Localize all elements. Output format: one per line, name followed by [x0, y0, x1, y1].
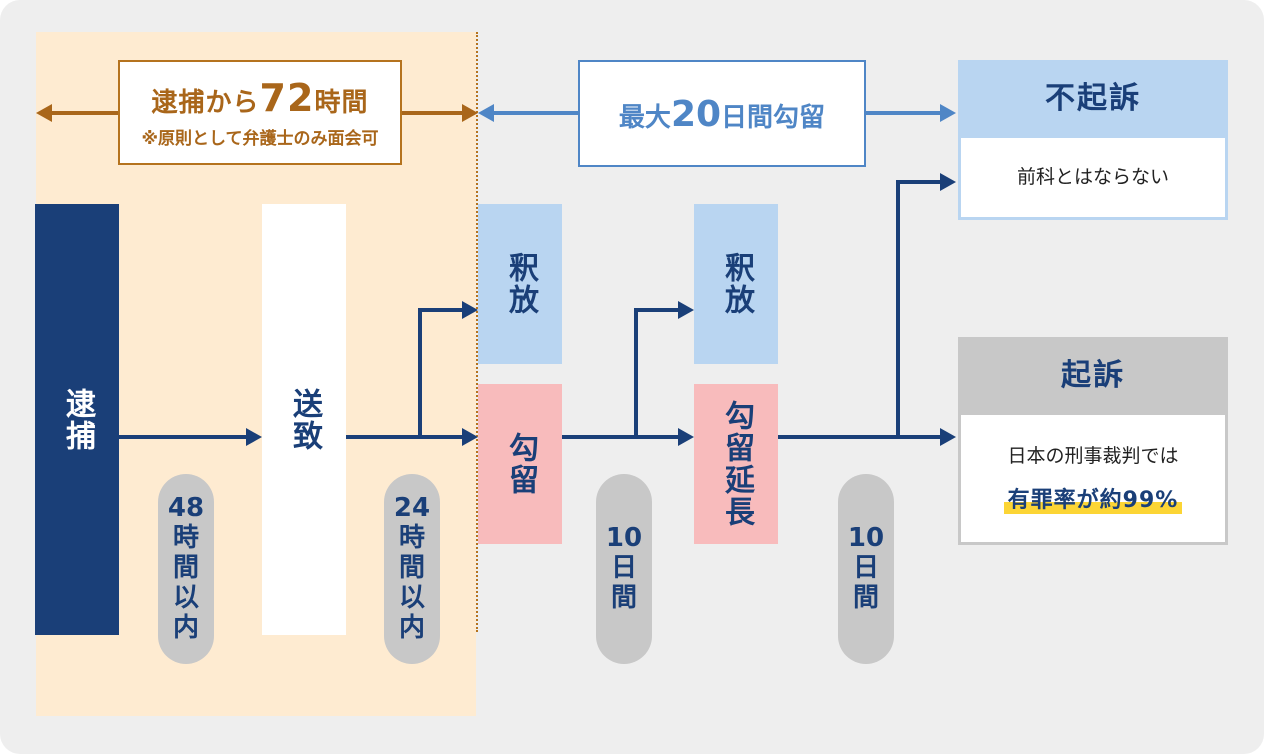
indictment-body: 日本の刑事裁判では 有罪率が約99%	[961, 415, 1225, 542]
detention-box: 勾留	[478, 384, 562, 544]
duration-48h-char-2: 間	[172, 553, 199, 584]
duration-10d-1-char-1: 日	[610, 553, 637, 584]
duration-48h-number: 48	[167, 493, 205, 524]
20-day-prefix: 最大	[618, 103, 671, 133]
duration-10d-2-char-2: 間	[852, 582, 879, 613]
20-day-arrow	[478, 104, 956, 122]
duration-24h-number: 24	[393, 493, 431, 524]
duration-24h-char-3: 以	[398, 582, 425, 613]
lawyer-only-note: ※原則として弁護士のみ面会可	[141, 129, 379, 149]
duration-10d-pill-2: 10 日 間	[838, 474, 894, 664]
duration-48h-pill: 48 時 間 以 内	[158, 474, 214, 664]
duration-24h-pill: 24 時 間 以 内	[384, 474, 440, 664]
20-day-label-box: 最大20日間勾留	[578, 60, 866, 167]
indictment-box: 起訴 日本の刑事裁判では 有罪率が約99%	[958, 337, 1228, 545]
20-day-number: 20	[670, 94, 722, 135]
72-hour-title-prefix: 逮捕から	[151, 88, 260, 118]
no-indictment-box: 不起訴 前科とはならない	[958, 60, 1228, 220]
duration-48h-char-3: 以	[172, 582, 199, 613]
no-indictment-title: 不起訴	[1045, 81, 1141, 116]
duration-10d-pill-1: 10 日 間	[596, 474, 652, 664]
no-indictment-desc: 前科とはならない	[961, 138, 1225, 217]
flow-arrows	[119, 173, 956, 446]
release-box-2: 釈放	[694, 204, 778, 364]
72-hour-title-suffix: 時間	[314, 88, 369, 118]
duration-10d-1-number: 10	[605, 523, 643, 554]
detention-extension-box: 勾留延長	[694, 384, 778, 544]
72-hour-title: 逮捕から72時間	[120, 76, 400, 120]
zone-boundary-line	[476, 32, 478, 632]
conviction-rate-highlight: 有罪率が約99%	[1003, 482, 1183, 514]
72-hour-number: 72	[259, 76, 315, 120]
duration-10d-2-number: 10	[847, 523, 885, 554]
duration-10d-1-char-2: 間	[610, 582, 637, 613]
sochi-box: 送致	[262, 204, 346, 635]
duration-48h-char-1: 時	[172, 523, 199, 554]
indictment-title: 起訴	[1061, 358, 1125, 393]
duration-24h-char-4: 内	[398, 612, 425, 643]
arrest-box: 逮捕	[35, 204, 119, 635]
72-hour-label-box: 逮捕から72時間 ※原則として弁護士のみ面会可	[118, 60, 402, 165]
72-hour-arrow	[36, 104, 478, 122]
20-day-suffix: 日間勾留	[721, 103, 826, 133]
release-box-1: 釈放	[478, 204, 562, 364]
indictment-line-1: 日本の刑事裁判では	[1007, 445, 1179, 467]
duration-48h-char-4: 内	[172, 612, 199, 643]
duration-24h-char-2: 間	[398, 553, 425, 584]
duration-10d-2-char-1: 日	[852, 553, 879, 584]
duration-24h-char-1: 時	[398, 523, 425, 554]
